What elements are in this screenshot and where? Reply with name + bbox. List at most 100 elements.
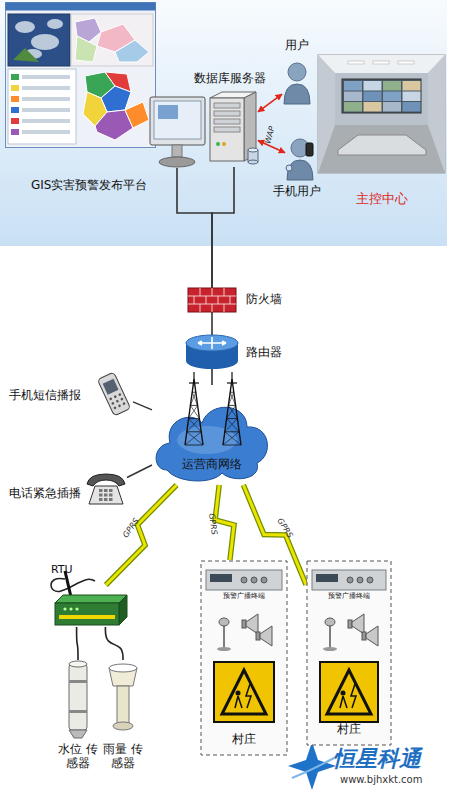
connector [258, 94, 282, 112]
video-cell [403, 81, 421, 91]
tower-brace [190, 405, 199, 418]
sensor-cap [69, 661, 87, 667]
tower-brace [190, 405, 197, 406]
tower-antenna [193, 372, 194, 379]
connector [212, 312, 213, 335]
cloud-blob [15, 21, 35, 33]
water-level-sensor: 水位 传感器 [62, 660, 94, 738]
phone-screen [103, 379, 119, 395]
phone-key [114, 395, 117, 398]
phone-body [97, 372, 130, 416]
video-cell [364, 102, 382, 112]
firewall-icon-shape [188, 288, 236, 312]
sensor-band [69, 680, 87, 683]
mobile-user-icon-shape [285, 138, 317, 182]
tower-leg [185, 379, 194, 445]
database-server: 数据库服务器 [210, 92, 258, 167]
connector [105, 627, 123, 660]
carrier-cloud: 运营商网络 [152, 385, 272, 485]
watermark-brand: 恒星科通 [333, 744, 421, 774]
network-link [211, 312, 213, 335]
list-swatch [11, 96, 19, 102]
user-icon-shape [282, 62, 312, 104]
brick-line [206, 296, 207, 304]
tower-brace [225, 431, 239, 432]
sensor-body [69, 664, 87, 730]
rtu-label: RTU [51, 563, 73, 576]
control-center-label: 主控中心 [356, 191, 408, 207]
network-link [133, 402, 152, 410]
village-box-shape [306, 560, 392, 746]
sensor-label: 雨量 传感器 [101, 742, 145, 771]
person-body [287, 160, 313, 180]
microphone-stand [329, 626, 331, 648]
server-label: 数据库服务器 [194, 71, 266, 85]
sensor-cable [105, 627, 123, 660]
microphone-stand [223, 626, 225, 648]
video-cell [344, 92, 362, 102]
lan-bus [212, 167, 234, 288]
ceiling-light [398, 61, 414, 64]
ceiling-light [373, 61, 389, 64]
tower-brace [187, 432, 203, 445]
village-frame [307, 561, 391, 745]
telephone-key [99, 494, 103, 497]
telephone-key [109, 498, 113, 501]
broadcast-terminal [206, 570, 282, 590]
brick-line [200, 288, 201, 296]
district-map [71, 14, 153, 66]
channel-label: 手机短信播报 [9, 388, 81, 402]
speaker-horn [246, 614, 258, 634]
microphone-base [217, 647, 231, 651]
user-label: 手机用户 [273, 184, 321, 198]
gis-platform-shape [5, 2, 205, 168]
brick-line [212, 288, 213, 296]
speaker-horn [352, 614, 364, 634]
top-panel [0, 0, 447, 246]
video-wall [342, 79, 421, 113]
rtu-led [63, 607, 66, 610]
brick-line [218, 296, 219, 304]
connector [177, 168, 212, 288]
brick-line [224, 304, 225, 312]
sensor-cable [77, 627, 78, 660]
video-cell [383, 92, 401, 102]
monitor-stand [172, 145, 182, 157]
console-desk [338, 135, 426, 155]
sms-phone-icon-shape [95, 372, 133, 416]
router-icon-shape [186, 335, 238, 369]
sensor-tip [69, 730, 87, 738]
village-box: 预警广播终端村庄 [306, 560, 392, 746]
tower-brace [230, 392, 234, 393]
water-level-sensor-shape [62, 660, 94, 738]
warning-figure [340, 696, 347, 708]
phone-key [122, 402, 125, 405]
telephone-key [104, 494, 108, 497]
connector [215, 485, 234, 560]
speaker-driver [256, 632, 260, 640]
warning-bolt [351, 684, 356, 708]
telephone-key [104, 498, 108, 501]
village-label: 村庄 [306, 722, 392, 736]
warning-sign [320, 662, 378, 722]
speaker-driver [348, 620, 352, 628]
sensor-band [69, 710, 87, 713]
speaker-horn [260, 626, 272, 646]
village-frame [201, 561, 287, 755]
terminal-knob [261, 577, 267, 583]
mobile-user-icon: 手机用户 [285, 138, 317, 182]
tower-antenna [231, 372, 232, 379]
access-arrow [258, 94, 282, 112]
server-led [216, 142, 220, 146]
terminal-knob [251, 577, 257, 583]
list-bar [22, 75, 70, 79]
room-ceiling [318, 55, 445, 73]
satellite-map [8, 14, 70, 66]
tower-brace [225, 419, 238, 432]
mobile-phone [97, 372, 130, 416]
monitor-window [158, 105, 178, 119]
router-icon: 路由器 [186, 335, 238, 369]
terminal-label: 预警广播终端 [200, 592, 288, 600]
telephone-key [109, 489, 113, 492]
list-bar [22, 119, 70, 123]
